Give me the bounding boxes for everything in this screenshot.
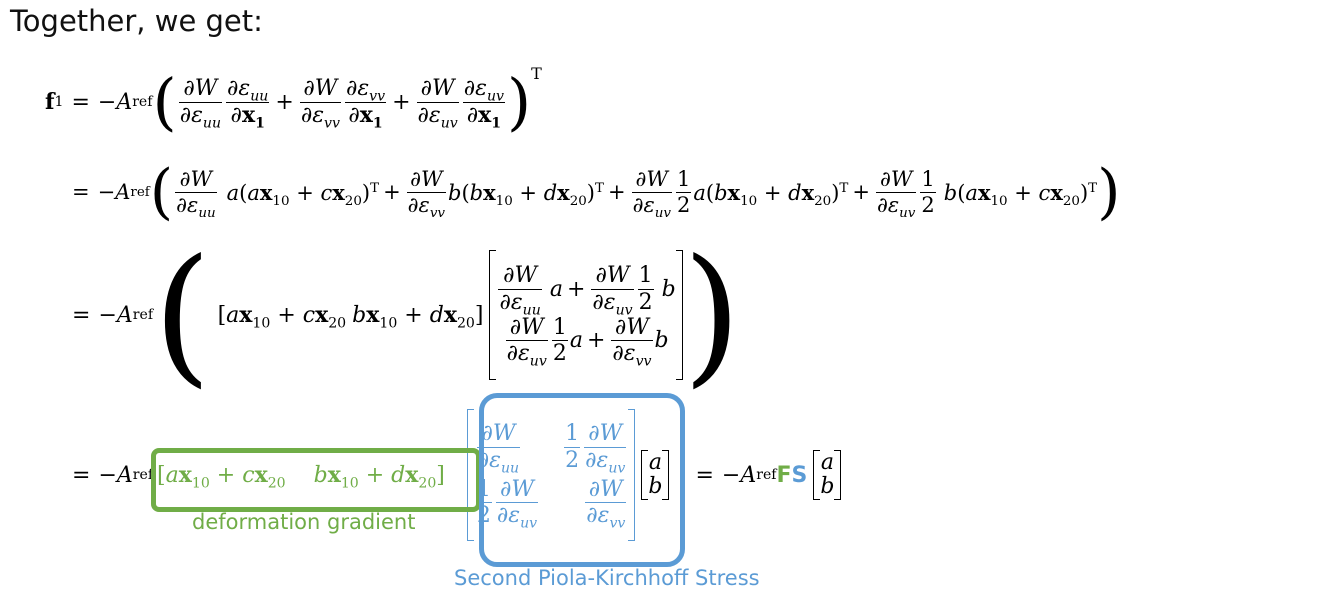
pk2-stress-box [479,393,685,567]
deformation-gradient-matrix: [ax10 + cx20 bx10 + dx20] [157,462,445,492]
deformation-gradient-label: deformation gradient [192,510,416,534]
deformation-gradient-box [151,448,481,512]
pk2-stress-label: Second Piola-Kirchhoff Stress [454,566,760,590]
heading: Together, we get: [10,4,263,38]
